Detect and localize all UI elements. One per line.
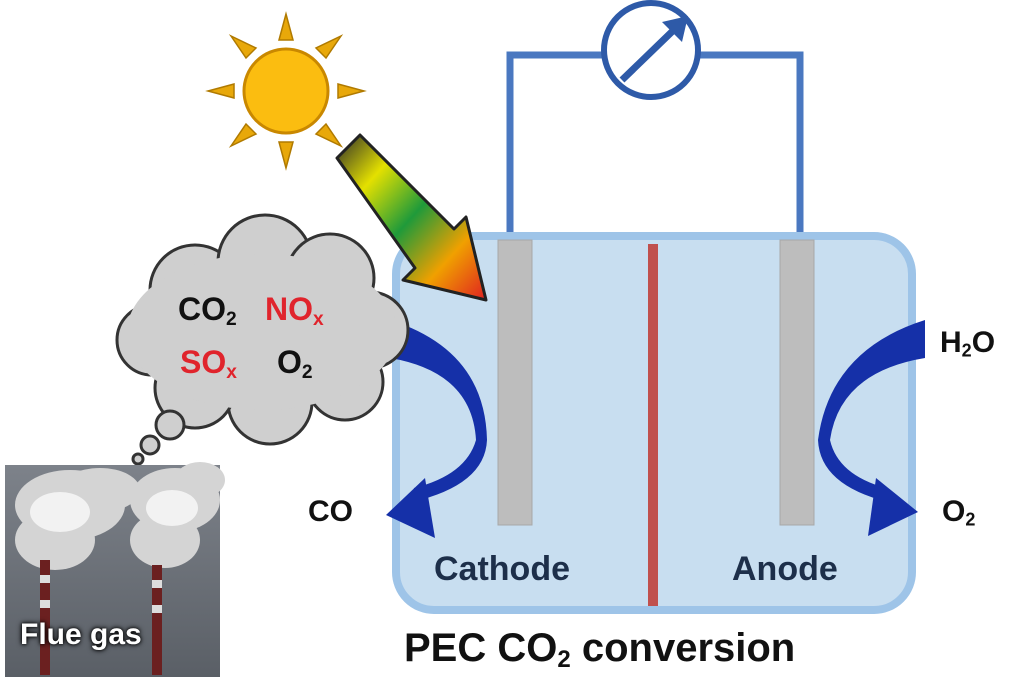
cathode-label: Cathode xyxy=(434,550,570,588)
co-product-label: CO xyxy=(308,495,353,528)
o2-product-label: O2 xyxy=(942,495,976,530)
cloud-o2-label: O2 xyxy=(277,344,313,383)
flue-gas-label: Flue gas xyxy=(20,618,142,651)
cathode-flow-arrow xyxy=(386,320,487,538)
cloud-nox-label: NOx xyxy=(265,291,324,330)
h2o-reactant-label: H2O xyxy=(940,326,996,361)
factory-smokestack-icon xyxy=(5,462,225,677)
circuit-wire xyxy=(506,51,804,240)
diagram-caption: PEC CO2 conversion xyxy=(404,626,796,673)
anode-label: Anode xyxy=(732,550,838,588)
anode-electrode xyxy=(779,239,815,526)
cloud-co2-label: CO2 xyxy=(178,291,237,330)
membrane xyxy=(648,244,658,606)
ammeter-icon xyxy=(601,0,701,100)
cathode-electrode xyxy=(497,239,533,526)
light-beam-arrow xyxy=(335,133,488,302)
cloud-sox-label: SOx xyxy=(180,344,237,383)
gas-cloud xyxy=(115,213,410,466)
sun-icon xyxy=(205,11,367,171)
anode-flow-arrow xyxy=(818,320,925,536)
